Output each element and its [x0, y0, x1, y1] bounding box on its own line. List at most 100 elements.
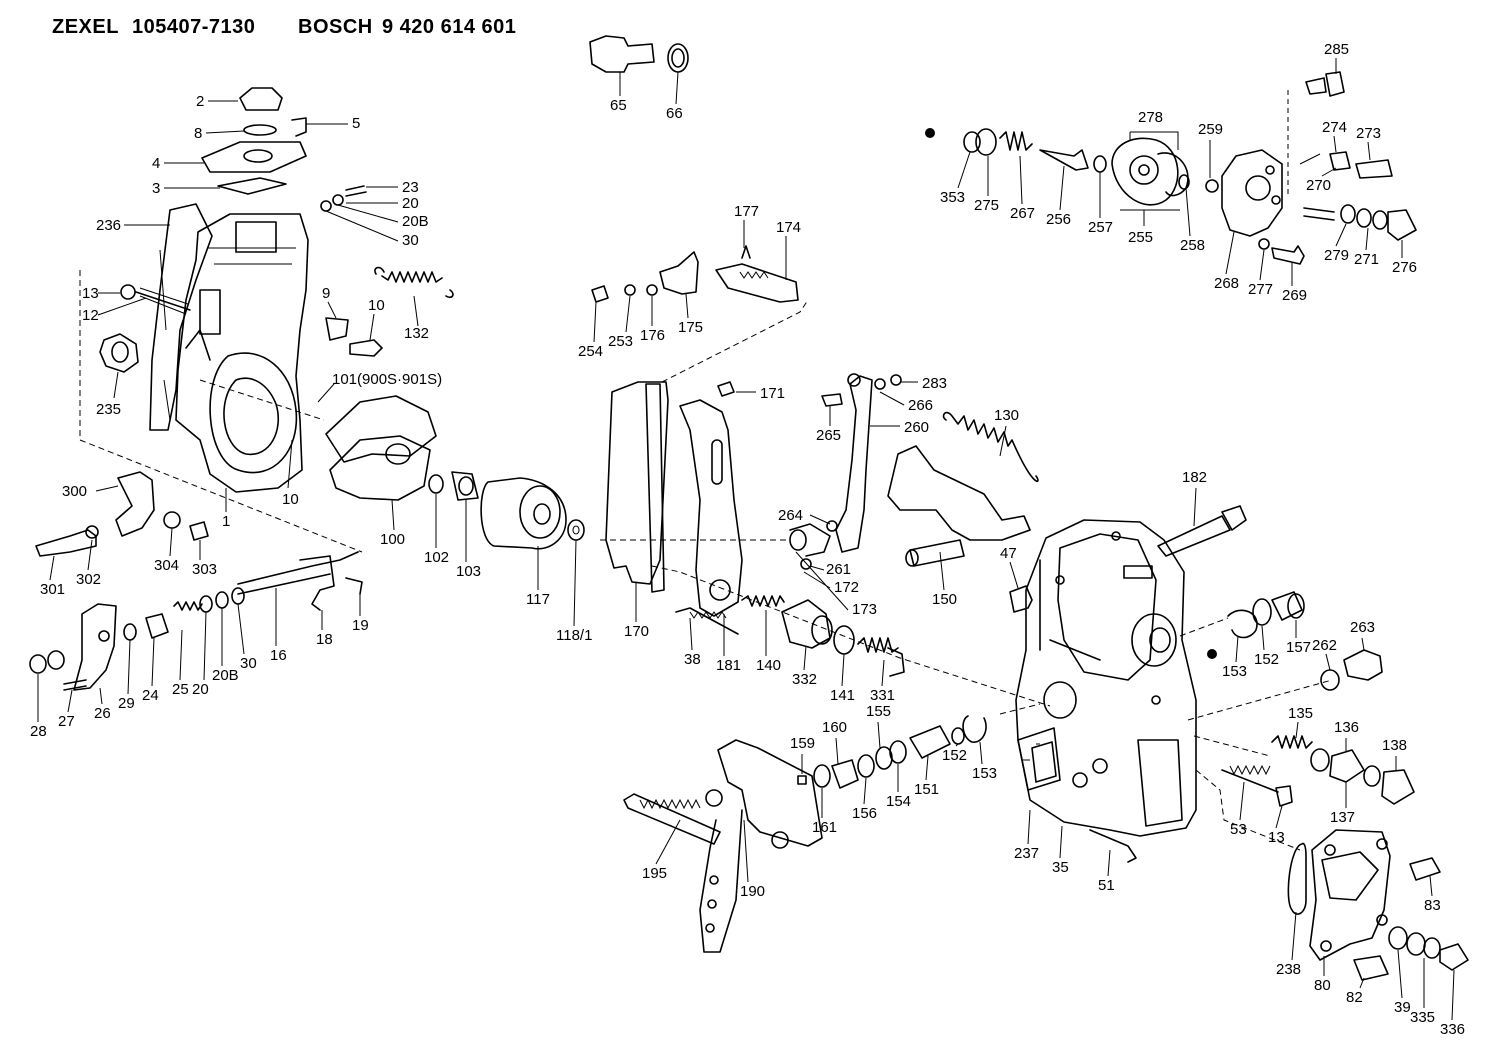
callout-265: 265 — [816, 427, 841, 444]
callout-38: 38 — [684, 651, 701, 668]
callout-102: 102 — [424, 549, 449, 566]
callout-16: 16 — [270, 647, 287, 664]
callout-103: 103 — [456, 563, 481, 580]
callout-18: 18 — [316, 631, 333, 648]
callout-171: 171 — [760, 385, 785, 402]
callout-270: 270 — [1306, 177, 1331, 194]
callout-8: 8 — [194, 125, 202, 142]
callout-156: 156 — [852, 805, 877, 822]
callout-23: 23 — [402, 179, 419, 196]
pump-housing-drawing — [1015, 519, 1469, 981]
callout-269: 269 — [1282, 287, 1307, 304]
callout-151: 151 — [914, 781, 939, 798]
callout-161: 161 — [812, 819, 837, 836]
callout-268: 268 — [1214, 275, 1239, 292]
callout-138: 138 — [1382, 737, 1407, 754]
boost-compensator-drawing — [925, 71, 1417, 265]
callout-141: 141 — [830, 687, 855, 704]
callout-275: 275 — [974, 197, 999, 214]
callout-47: 47 — [1000, 545, 1017, 562]
callout-13-left: 13 — [82, 285, 99, 302]
callout-336: 336 — [1440, 1021, 1465, 1038]
callout-278: 278 — [1138, 109, 1163, 126]
callout-302: 302 — [76, 571, 101, 588]
callout-195: 195 — [642, 865, 667, 882]
callout-20b-lower: 20B — [212, 667, 239, 684]
callout-273: 273 — [1356, 125, 1381, 142]
callout-335: 335 — [1410, 1009, 1435, 1026]
callout-29: 29 — [118, 695, 135, 712]
header-bosch-part-number: 9 420 614 601 — [382, 16, 517, 38]
callout-257: 257 — [1088, 219, 1113, 236]
callout-172: 172 — [834, 579, 859, 596]
callout-100: 100 — [380, 531, 405, 548]
callout-263: 263 — [1350, 619, 1375, 636]
callout-136: 136 — [1334, 719, 1359, 736]
callout-303: 303 — [192, 561, 217, 578]
header-brand-bosch: BOSCH — [298, 16, 373, 38]
callout-283: 283 — [922, 375, 947, 392]
callout-155: 155 — [866, 703, 891, 720]
callout-177: 177 — [734, 203, 759, 220]
callout-264: 264 — [778, 507, 803, 524]
callout-331: 331 — [870, 687, 895, 704]
header-zexel-part-number: 105407-7130 — [132, 16, 256, 38]
callout-153-lower: 153 — [972, 765, 997, 782]
callout-130: 130 — [994, 407, 1019, 424]
governor-housing-drawing — [29, 87, 585, 691]
callout-53: 53 — [1230, 821, 1247, 838]
header-brand-zexel: ZEXEL — [52, 16, 119, 38]
callout-28: 28 — [30, 723, 47, 740]
callout-140: 140 — [756, 657, 781, 674]
callout-261: 261 — [826, 561, 851, 578]
callout-19: 19 — [352, 617, 369, 634]
callout-235: 235 — [96, 401, 121, 418]
callout-153-right: 153 — [1222, 663, 1247, 680]
callout-39: 39 — [1394, 999, 1411, 1016]
callout-332: 332 — [792, 671, 817, 688]
callout-274: 274 — [1322, 119, 1347, 136]
callout-238: 238 — [1276, 961, 1301, 978]
callout-181: 181 — [716, 657, 741, 674]
callout-65: 65 — [610, 97, 627, 114]
lower-linkage-drawing — [623, 715, 987, 953]
callout-135: 135 — [1288, 705, 1313, 722]
callout-101: 101(900S·901S) — [332, 371, 442, 388]
callout-267: 267 — [1010, 205, 1035, 222]
callout-152-right: 152 — [1254, 651, 1279, 668]
callout-253: 253 — [608, 333, 633, 350]
callout-150: 150 — [932, 591, 957, 608]
callout-118-1: 118/1 — [556, 627, 592, 644]
callout-259: 259 — [1198, 121, 1223, 138]
callout-9: 9 — [322, 285, 330, 302]
callout-174: 174 — [776, 219, 801, 236]
callout-154: 154 — [886, 793, 911, 810]
callout-20-lower: 20 — [192, 681, 209, 698]
callout-182: 182 — [1182, 469, 1207, 486]
callout-304: 304 — [154, 557, 179, 574]
callout-266: 266 — [908, 397, 933, 414]
callout-173: 173 — [852, 601, 877, 618]
callout-254: 254 — [578, 343, 603, 360]
callout-20: 20 — [402, 195, 419, 212]
callout-271: 271 — [1354, 251, 1379, 268]
callout-236: 236 — [96, 217, 121, 234]
callout-1: 1 — [222, 513, 230, 530]
callout-27: 27 — [58, 713, 75, 730]
callout-3: 3 — [152, 180, 160, 197]
callout-80: 80 — [1314, 977, 1331, 994]
callout-24: 24 — [142, 687, 159, 704]
callout-176: 176 — [640, 327, 665, 344]
callout-258: 258 — [1180, 237, 1205, 254]
callout-137: 137 — [1330, 809, 1355, 826]
callout-159: 159 — [790, 735, 815, 752]
callout-10-lower: 10 — [282, 491, 299, 508]
callout-117: 117 — [526, 591, 550, 608]
callout-30: 30 — [402, 232, 419, 249]
callout-160: 160 — [822, 719, 847, 736]
callout-5: 5 — [352, 115, 360, 132]
callout-83: 83 — [1424, 897, 1441, 914]
callout-190: 190 — [740, 883, 765, 900]
callout-276: 276 — [1392, 259, 1417, 276]
